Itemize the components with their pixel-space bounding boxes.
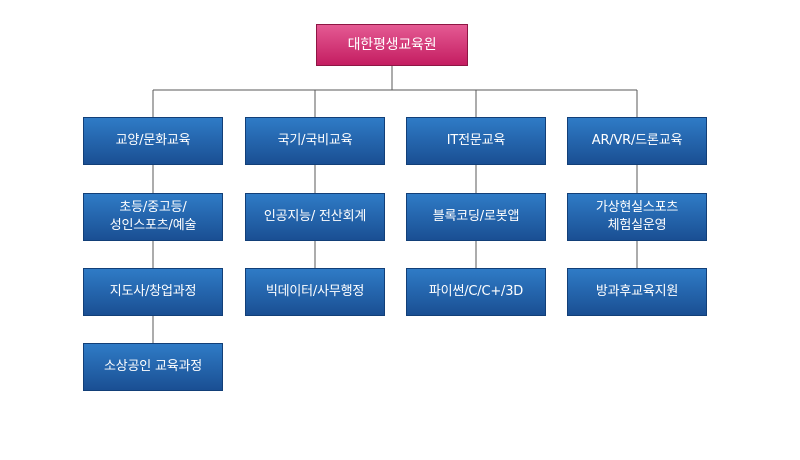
org-root-label: 대한평생교육원 — [347, 37, 437, 53]
column-2-item-1-node: 인공지능/ 전산회계 — [245, 193, 385, 241]
column-2-header-node: 국기/국비교육 — [245, 117, 385, 165]
column-4-item-2-node: 방과후교육지원 — [567, 268, 707, 316]
column-4-item-2-label: 방과후교육지원 — [595, 284, 679, 299]
column-1-item-3-label: 소상공인 교육과정 — [103, 359, 202, 374]
column-1-item-3-node: 소상공인 교육과정 — [83, 343, 223, 391]
column-4-header-node: AR/VR/드론교육 — [567, 117, 707, 165]
column-2-header-label: 국기/국비교육 — [277, 133, 353, 148]
column-3-header-node: IT전문교육 — [406, 117, 546, 165]
column-4-item-1-line-1: 가상현실스포츠 — [595, 200, 679, 215]
column-1-item-1-node: 초등/중고등/ 성인스포츠/예술 — [83, 193, 223, 241]
org-root-node: 대한평생교육원 — [316, 24, 468, 66]
column-1-item-1-line-1: 초등/중고등/ — [119, 200, 187, 215]
column-1-header-label: 교양/문화교육 — [115, 133, 191, 148]
column-1-item-2-label: 지도사/창업과정 — [109, 284, 197, 299]
column-1-item-2-node: 지도사/창업과정 — [83, 268, 223, 316]
column-3-item-2-node: 파이썬/C/C+/3D — [406, 268, 546, 316]
column-3-item-2-label: 파이썬/C/C+/3D — [428, 284, 524, 299]
column-1-item-1-line-2: 성인스포츠/예술 — [109, 218, 197, 233]
column-2-item-1-label: 인공지능/ 전산회계 — [263, 209, 367, 224]
column-3-header-label: IT전문교육 — [446, 133, 506, 148]
column-3-item-1-label: 블록코딩/로봇앱 — [432, 209, 520, 224]
column-2-item-2-node: 빅데이터/사무행정 — [245, 268, 385, 316]
column-4-item-1-node: 가상현실스포츠 체험실운영 — [567, 193, 707, 241]
column-4-header-label: AR/VR/드론교육 — [591, 133, 683, 148]
column-4-item-1-line-2: 체험실운영 — [607, 218, 667, 233]
column-2-item-2-label: 빅데이터/사무행정 — [265, 284, 365, 299]
column-3-item-1-node: 블록코딩/로봇앱 — [406, 193, 546, 241]
column-1-header-node: 교양/문화교육 — [83, 117, 223, 165]
